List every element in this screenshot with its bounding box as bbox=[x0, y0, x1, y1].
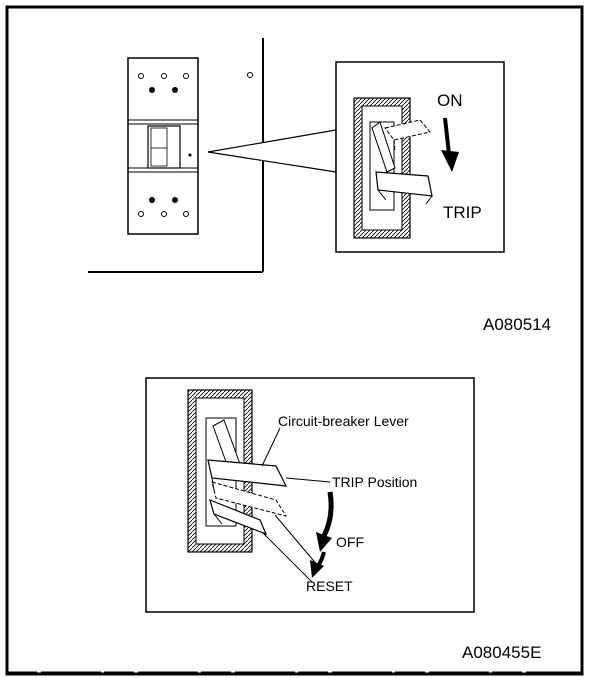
label-trip-position: TRIP Position bbox=[332, 474, 417, 490]
figure-code-top: A080514 bbox=[483, 315, 551, 334]
figure-code-bottom: A080455E bbox=[462, 643, 541, 662]
label-circuit-breaker-lever: Circuit-breaker Lever bbox=[278, 413, 409, 429]
label-trip: TRIP bbox=[443, 203, 482, 222]
label-reset: RESET bbox=[306, 578, 353, 594]
label-off: OFF bbox=[336, 534, 364, 550]
zoom-inset-bottom bbox=[145, 377, 475, 613]
label-on: ON bbox=[437, 91, 463, 110]
panel-overview bbox=[88, 38, 264, 273]
zoom-inset-top bbox=[335, 61, 505, 253]
